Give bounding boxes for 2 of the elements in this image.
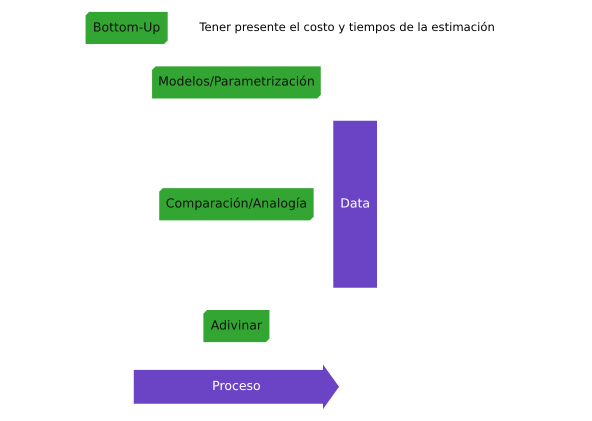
node-box: Data: [333, 120, 377, 288]
label: Tener presente el costo y tiempos de la estimación: [199, 20, 495, 34]
